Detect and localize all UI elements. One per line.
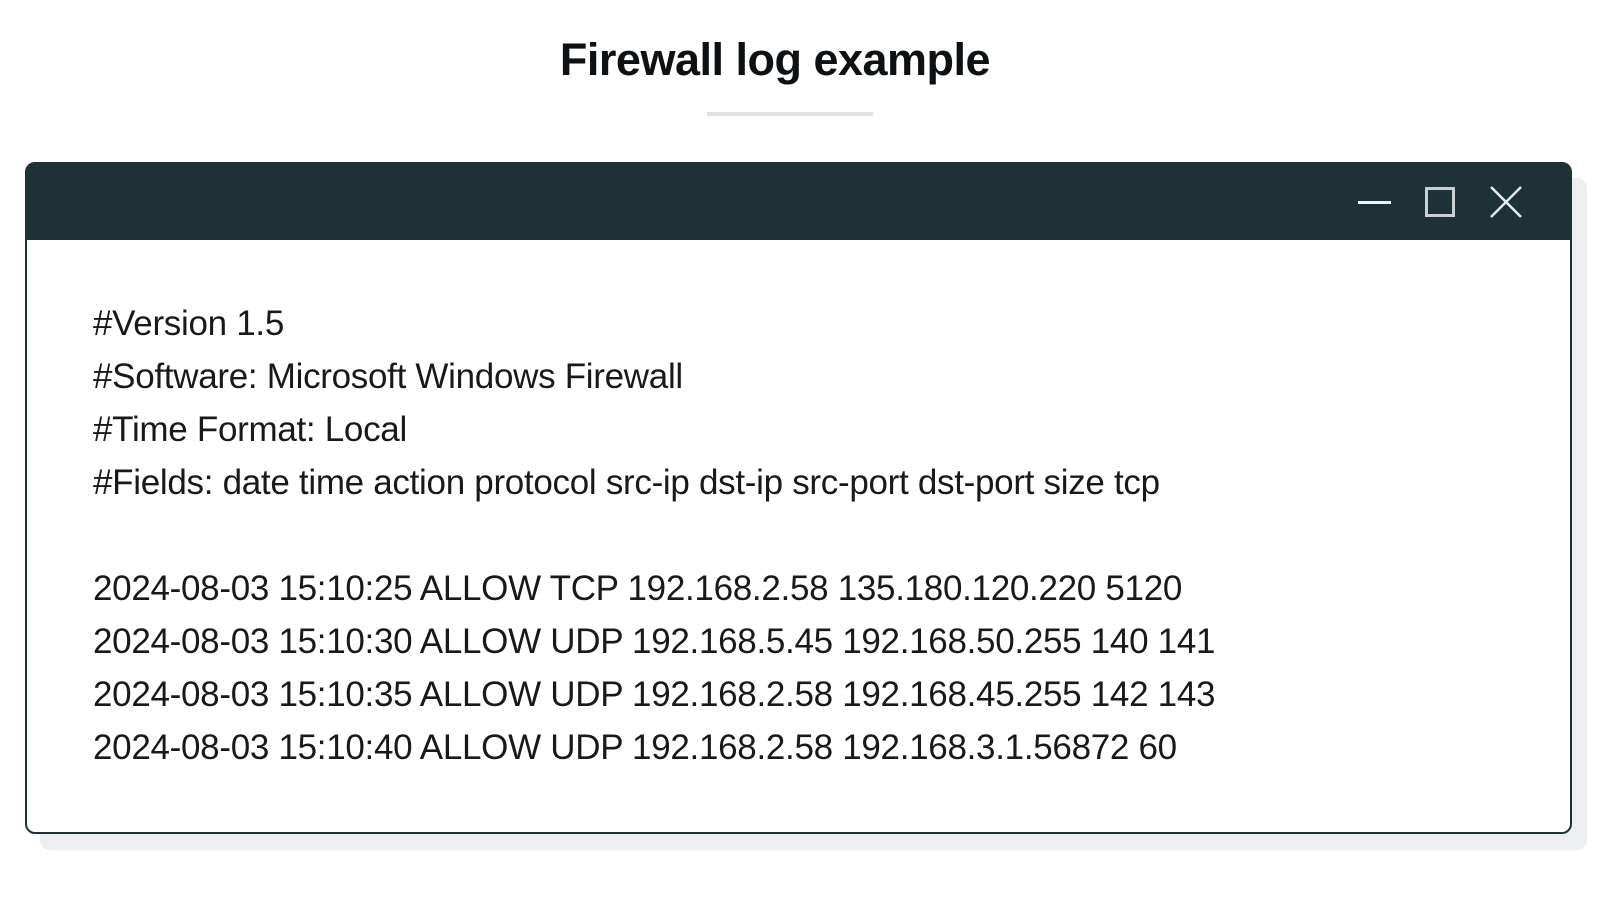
maximize-button[interactable] [1422, 184, 1458, 220]
close-icon [1490, 186, 1522, 218]
log-entries-block: 2024-08-03 15:10:25 ALLOW TCP 192.168.2.… [93, 562, 1504, 774]
log-entry-line: 2024-08-03 15:10:35 ALLOW UDP 192.168.2.… [93, 675, 1216, 714]
minimize-button[interactable] [1356, 184, 1392, 220]
page-title: Firewall log example [559, 34, 991, 85]
log-header-line: #Version 1.5 [93, 304, 284, 343]
window-titlebar[interactable] [27, 164, 1570, 240]
log-header-line: #Fields: date time action protocol src-i… [93, 463, 1160, 502]
log-entry-line: 2024-08-03 15:10:40 ALLOW UDP 192.168.2.… [93, 728, 1177, 767]
title-divider [707, 112, 873, 116]
close-button[interactable] [1488, 184, 1524, 220]
window-body: #Version 1.5 #Software: Microsoft Window… [27, 240, 1570, 774]
log-header-line: #Software: Microsoft Windows Firewall [93, 357, 683, 396]
log-entry-line: 2024-08-03 15:10:30 ALLOW UDP 192.168.5.… [93, 622, 1216, 661]
firewall-log-window: #Version 1.5 #Software: Microsoft Window… [25, 162, 1572, 834]
minimize-icon [1357, 200, 1391, 204]
log-header-line: #Time Format: Local [93, 410, 407, 449]
maximize-icon [1425, 187, 1455, 217]
log-entry-line: 2024-08-03 15:10:25 ALLOW TCP 192.168.2.… [93, 569, 1183, 608]
log-header-block: #Version 1.5 #Software: Microsoft Window… [93, 297, 1504, 509]
